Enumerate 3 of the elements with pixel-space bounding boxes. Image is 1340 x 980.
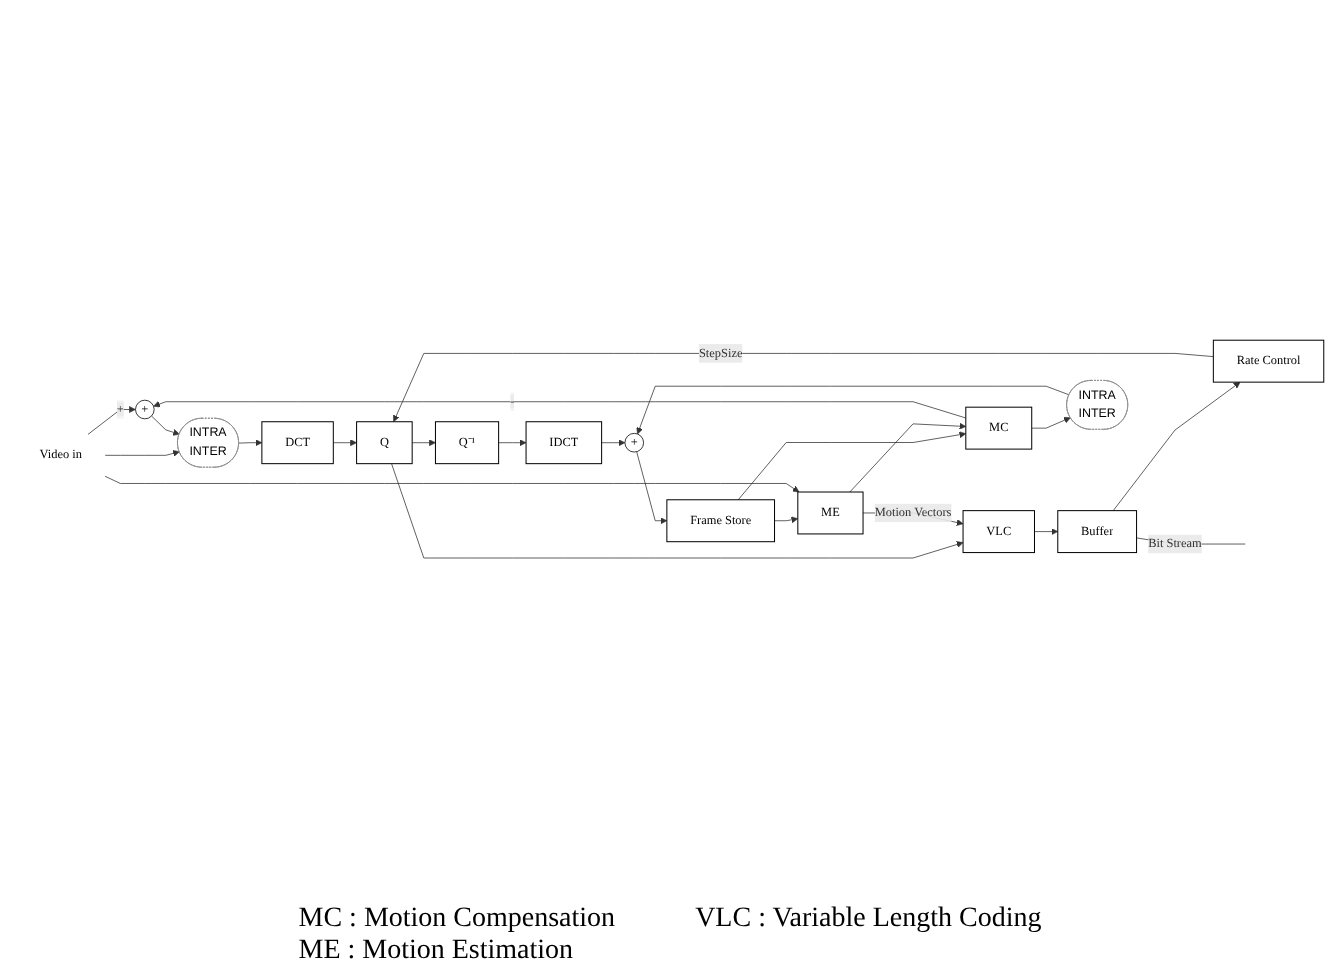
abbreviation-note: MC : Motion Compensation [298, 904, 616, 936]
abbreviation-note: ME : Motion Estimation [298, 936, 576, 968]
abbreviation-note: VLC : Variable Length Coding [695, 904, 1042, 936]
